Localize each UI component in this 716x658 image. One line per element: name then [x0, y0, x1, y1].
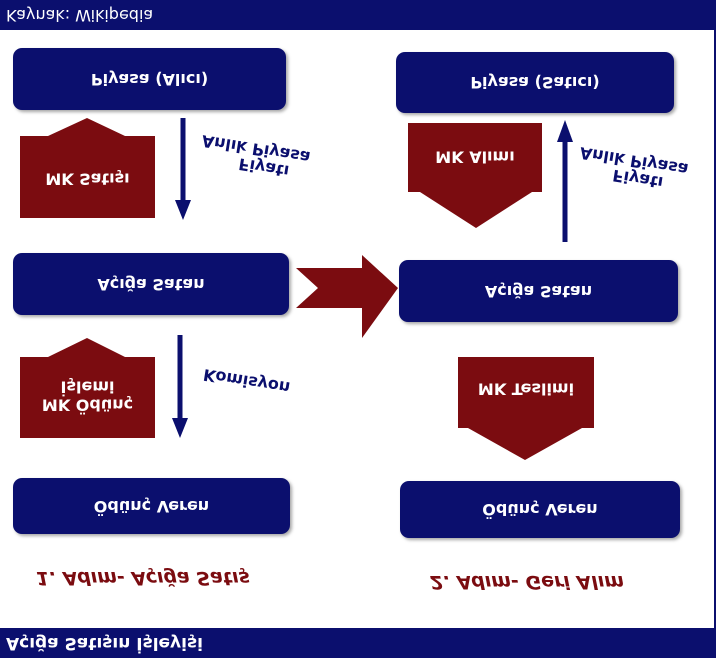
- borrow-arrow-label-line1: MK Ödünç: [41, 395, 134, 415]
- buy-arrow-text: MK Alımı: [408, 147, 542, 167]
- seller-market-label: Piyasa (Satıcı): [470, 73, 600, 92]
- commission-down-arrow-head: [172, 418, 188, 438]
- caption-bar: Açığa Satışın İşleyişi: [0, 628, 716, 658]
- caption-text: Açığa Satışın İşleyişi: [6, 633, 203, 653]
- step2-title: 2. Adım- Geri Alım: [430, 571, 625, 593]
- buyer-market-label: Piyasa (Alıcı): [90, 69, 209, 89]
- borrow-block-arrow: [20, 338, 155, 438]
- short-seller-box-step1: Açığa Satan: [13, 253, 289, 315]
- sale-arrow-label: MK Satışı: [45, 169, 130, 189]
- delivery-arrow-label: MK Teslimi: [477, 379, 575, 399]
- buyer-market-box: Piyasa (Alıcı): [13, 48, 286, 110]
- diagram-frame: [0, 30, 716, 628]
- lender-box-step1: Ödünç Veren: [13, 478, 290, 534]
- sale-arrow-text: MK Satışı: [20, 169, 155, 189]
- delivery-block-arrow: [458, 357, 594, 460]
- borrow-arrow-label-line2: İşlemi: [60, 377, 115, 397]
- lender-label-step2: Ödünç Veren: [482, 500, 598, 519]
- source-bar: Kaynak: Wikipedia: [0, 0, 716, 30]
- delivery-arrow-text: MK Teslimi: [458, 379, 594, 399]
- short-seller-label-step2: Açığa Satan: [484, 281, 593, 301]
- price-up-arrow-head: [557, 120, 573, 142]
- lender-box-step2: Ödünç Veren: [400, 481, 680, 538]
- step-transition-arrow: [296, 255, 398, 338]
- buy-arrow-label: MK Alımı: [435, 147, 515, 167]
- buy-block-arrow: [408, 123, 542, 228]
- lender-label-step1: Ödünç Veren: [93, 496, 210, 516]
- short-seller-label-step1: Açığa Satan: [97, 274, 205, 294]
- price-down-arrow-head: [175, 200, 191, 220]
- step1-title: 1. Adım- Açığa Satış: [36, 567, 250, 589]
- sale-block-arrow: [20, 118, 155, 218]
- short-seller-box-step2: Açığa Satan: [399, 260, 678, 322]
- seller-market-box: Piyasa (Satıcı): [396, 52, 674, 113]
- borrow-arrow-text: İşlemi MK Ödünç: [20, 377, 155, 415]
